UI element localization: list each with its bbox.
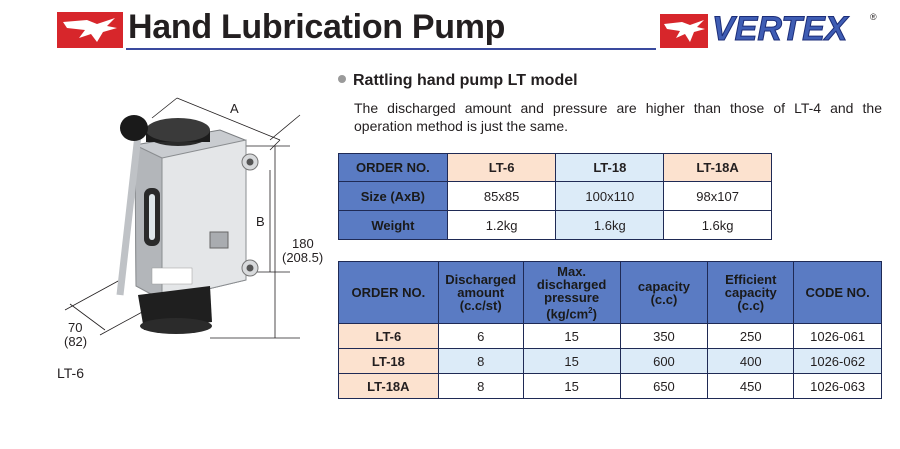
table-header-cell: ORDER NO. (338, 261, 439, 324)
header-line: (c.c) (650, 291, 678, 307)
table-header-row: ORDER NO. Discharged amount (c.c/st) Max… (338, 261, 882, 324)
table-cell: 15 (522, 323, 621, 349)
product-subtitle: Rattling hand pump LT model (338, 72, 578, 90)
table-row: Weight 1.2kg 1.6kg 1.6kg (338, 210, 772, 240)
table-cell: Weight (338, 210, 448, 240)
dim-height-alt-label: (208.5) (282, 250, 324, 265)
dim-b-label: B (256, 214, 265, 229)
header-superscript: 2 (588, 305, 593, 315)
table-header-cell: capacity (c.c) (619, 261, 709, 324)
table-cell: 1.6kg (663, 210, 772, 240)
header-line: (c.c) (737, 298, 765, 313)
title-divider (126, 48, 656, 50)
dim-depth-alt-label: (82) (64, 334, 88, 349)
brand-logo: VERTEX ® (660, 10, 882, 52)
page-title: Hand Lubrication Pump (128, 8, 506, 46)
registered-mark: ® (870, 12, 877, 22)
table-cell: 1026-062 (793, 348, 882, 374)
table-header-cell: ORDER NO. (338, 153, 448, 182)
header-line: capacity (724, 285, 777, 300)
product-description: The discharged amount and pressure are h… (354, 100, 882, 134)
table-row: Size (AxB) 85x85 100x110 98x107 (338, 181, 772, 211)
table-cell: 600 (619, 348, 709, 374)
table-cell: 1026-061 (793, 323, 882, 349)
table-cell: 8 (437, 373, 524, 399)
table-cell: 98x107 (663, 181, 772, 211)
table-cell: 1.2kg (446, 210, 557, 240)
table-header-cell: Max. discharged pressure (kg/cm2) (522, 261, 621, 324)
table-cell: 650 (619, 373, 709, 399)
bullet-icon (338, 75, 346, 83)
product-subtitle-text: Rattling hand pump LT model (353, 72, 578, 89)
header-line: Max. (557, 263, 587, 279)
dim-height-label: 180 (292, 236, 314, 251)
table-cell: 8 (437, 348, 524, 374)
header-line: Discharged (445, 272, 517, 287)
header-line: discharged (536, 276, 607, 292)
table-cell: 250 (707, 323, 795, 349)
image-caption: LT-6 (57, 365, 84, 381)
table-cell: 1026-063 (793, 373, 882, 399)
dim-a-label: A (230, 101, 239, 116)
table-cell: 6 (437, 323, 524, 349)
table-cell: 15 (522, 348, 621, 374)
header-line: ) (592, 306, 597, 322)
table-cell: 15 (522, 373, 621, 399)
brand-eagle-icon (660, 14, 708, 48)
header-line: pressure (544, 289, 600, 305)
table-row: LT-18 8 15 600 400 1026-062 (338, 348, 882, 374)
pump-drawing (64, 97, 301, 339)
table-cell: 100x110 (555, 181, 665, 211)
brand-wordmark: VERTEX (711, 10, 848, 49)
header-line: amount (457, 285, 505, 300)
table-header-cell: LT-18 (555, 153, 665, 182)
table-cell: LT-18A (338, 373, 439, 399)
header-line: (kg/cm (546, 306, 589, 322)
table-header-cell: LT-6 (446, 153, 557, 182)
table-cell: 400 (707, 348, 795, 374)
pump-illustration: A B 180 (208.5) 70 (82) (60, 90, 330, 355)
header-line: Efficient (725, 272, 777, 287)
table-cell: 1.6kg (555, 210, 665, 240)
table-cell: 85x85 (446, 181, 557, 211)
table-row: LT-6 6 15 350 250 1026-061 (338, 323, 882, 349)
table-cell: 450 (707, 373, 795, 399)
table-cell: LT-6 (338, 323, 439, 349)
spec-table: ORDER NO. Discharged amount (c.c/st) Max… (338, 261, 882, 399)
table-row: LT-18A 8 15 650 450 1026-063 (338, 373, 882, 399)
dim-depth-label: 70 (68, 320, 83, 335)
table-cell: LT-18 (338, 348, 439, 374)
table-header-cell: Discharged amount (c.c/st) (437, 261, 524, 324)
table-cell: Size (AxB) (338, 181, 448, 211)
table-header-row: ORDER NO. LT-6 LT-18 LT-18A (338, 153, 772, 182)
header-line: capacity (637, 278, 690, 294)
eagle-logo-icon (57, 12, 123, 48)
size-table: ORDER NO. LT-6 LT-18 LT-18A Size (AxB) 8… (338, 153, 772, 240)
table-header-cell: CODE NO. (793, 261, 882, 324)
table-header-cell: Efficient capacity (c.c) (707, 261, 795, 324)
table-header-cell: LT-18A (663, 153, 772, 182)
header-line: (c.c/st) (459, 298, 502, 313)
table-cell: 350 (619, 323, 709, 349)
